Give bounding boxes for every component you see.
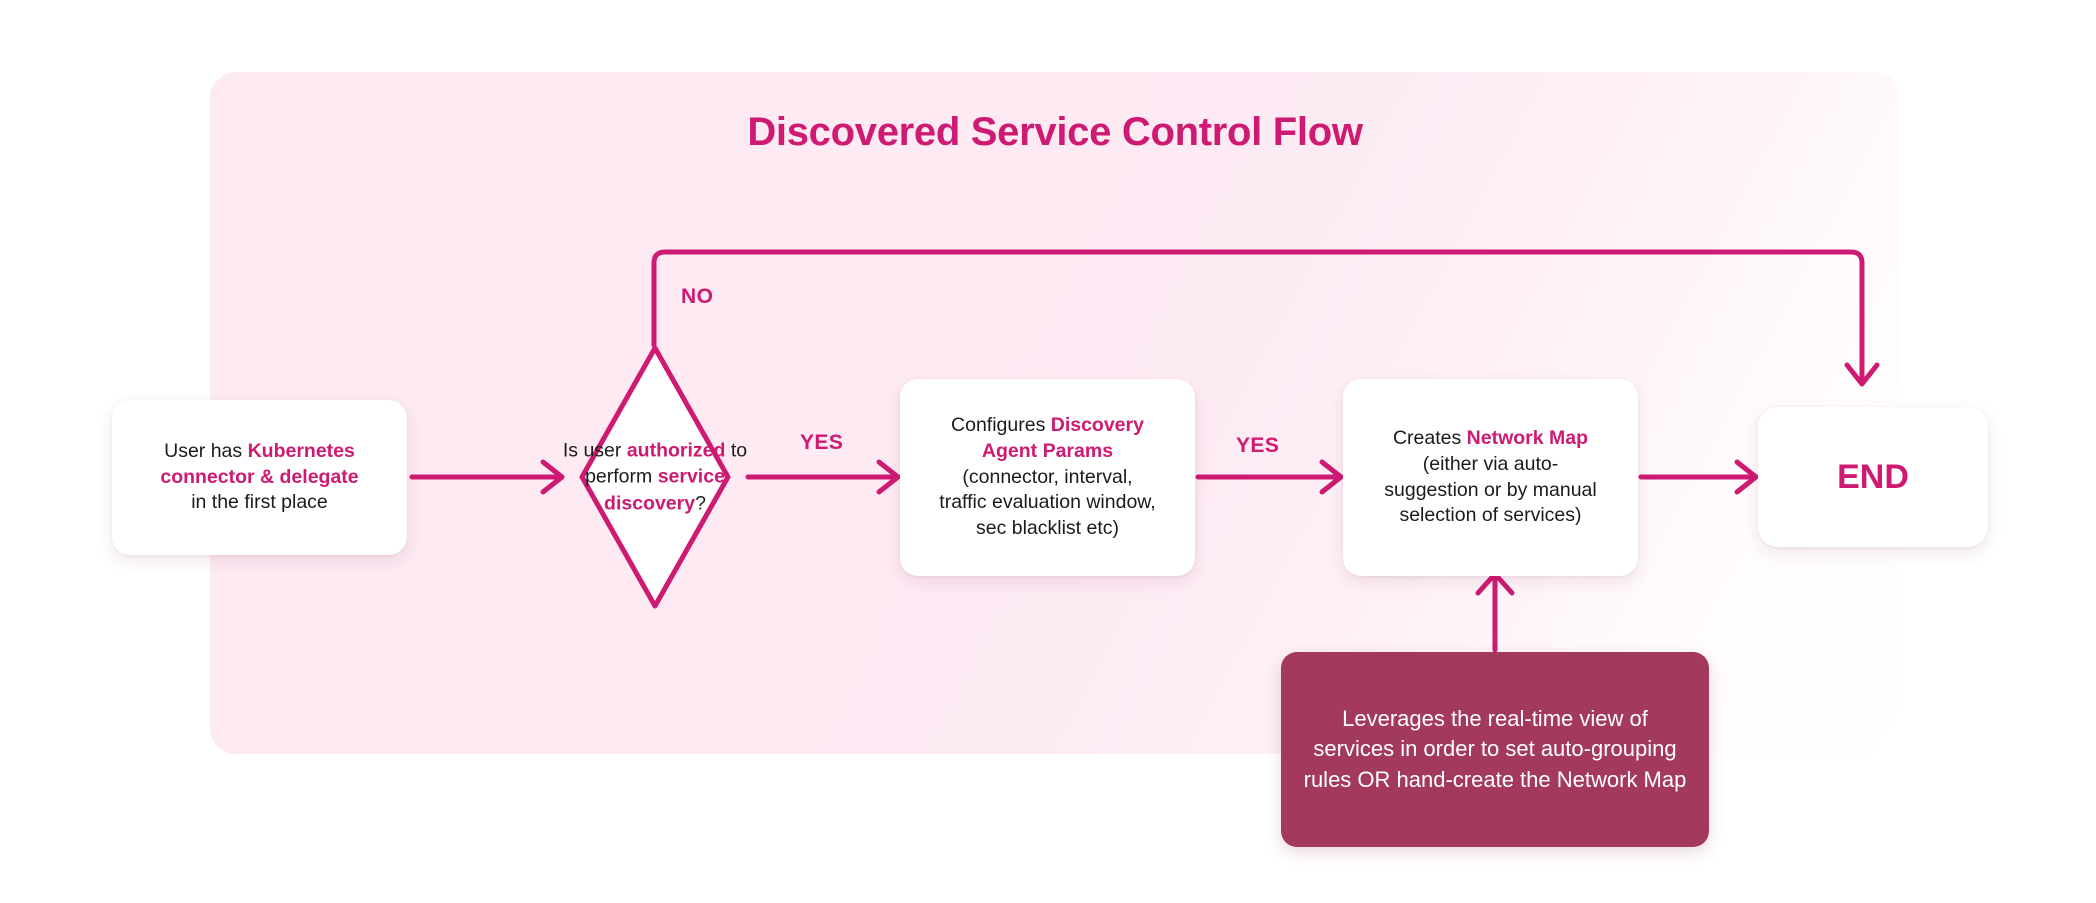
node-netmap-line-4: selection of services) xyxy=(1399,504,1582,527)
edge-label-yes-decision: YES xyxy=(800,431,844,454)
node-params-line-4: traffic evaluation window, xyxy=(939,491,1156,514)
node-netmap-line-2: (either via auto- xyxy=(1422,452,1559,475)
edge-label-no: NO xyxy=(681,285,714,308)
node-start-line-1: User has Kubernetes xyxy=(164,439,355,462)
diamond-shape xyxy=(579,345,731,609)
node-end-label: END xyxy=(1837,457,1909,496)
node-netmap-line-3: suggestion or by manual xyxy=(1384,478,1597,501)
node-netmap-line-1: Creates Network Map xyxy=(1392,427,1589,450)
page-title: Discovered Service Control Flow xyxy=(747,110,1363,154)
node-creates-network-map[interactable]: Creates Network Map (either via auto- su… xyxy=(1343,379,1638,576)
node-decision-line-4: service discovery? xyxy=(604,465,725,515)
node-user-has-connector[interactable]: User has Kubernetes connector & delegate… xyxy=(112,400,407,555)
edge-label-yes-params: YES xyxy=(1236,434,1280,457)
node-decision-line-3: to perform xyxy=(585,439,748,488)
node-end[interactable]: END xyxy=(1758,407,1988,547)
node-params-line-1: Configures Discovery xyxy=(951,414,1144,437)
node-params-line-3: (connector, interval, xyxy=(962,465,1133,488)
node-params-line-5: sec blacklist etc) xyxy=(975,517,1120,540)
node-start-line-3: in the first place xyxy=(191,491,328,514)
annotation-note-text: Leverages the real-time view of services… xyxy=(1303,705,1687,792)
node-configures-discovery-agent-params[interactable]: Configures Discovery Agent Params (conne… xyxy=(900,379,1195,576)
annotation-note-network-map: Leverages the real-time view of services… xyxy=(1281,652,1709,847)
node-start-line-2: connector & delegate xyxy=(160,465,359,488)
node-decision-line-2: authorized xyxy=(626,439,726,462)
node-params-line-2: Agent Params xyxy=(981,439,1114,462)
node-decision-line-1: Is user xyxy=(562,439,622,462)
node-decision-authorized[interactable]: Is user authorized to perform service di… xyxy=(563,340,747,614)
node-decision-label: Is user authorized to perform service di… xyxy=(532,438,778,517)
